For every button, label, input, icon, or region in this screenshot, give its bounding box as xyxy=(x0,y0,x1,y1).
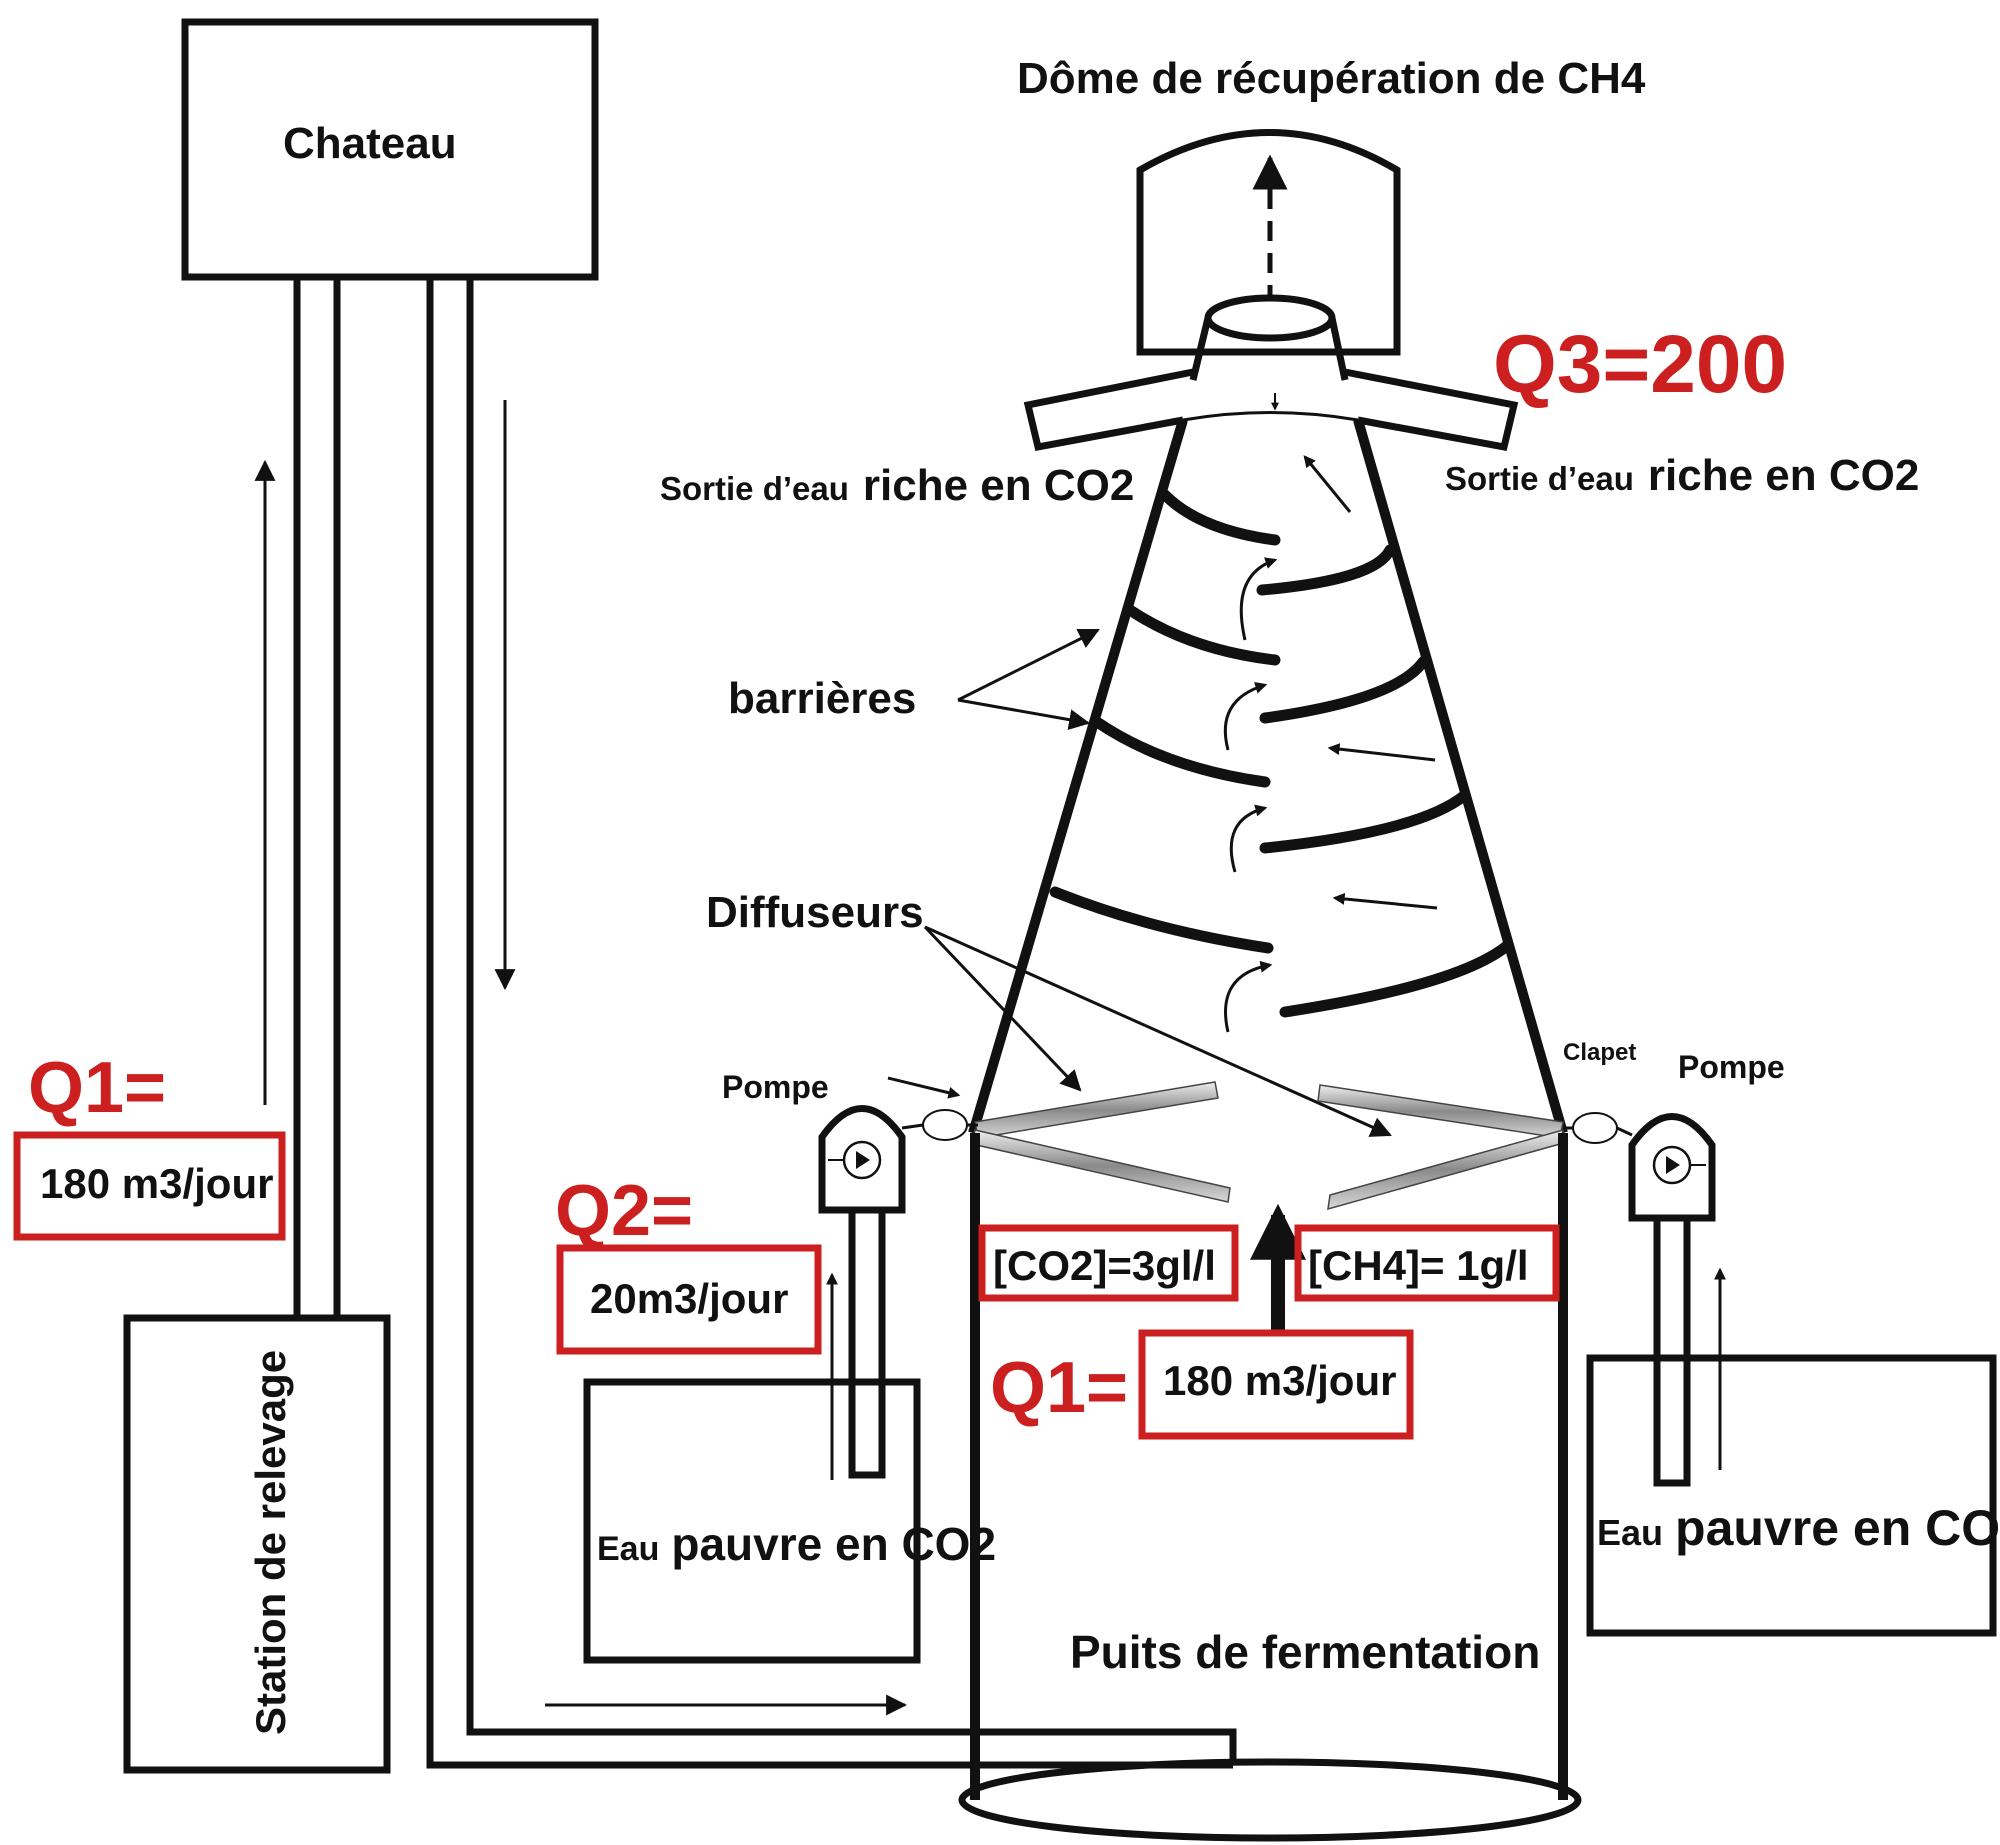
diffuser-left xyxy=(971,1081,1231,1203)
ch4-box xyxy=(1294,1224,1560,1302)
barrier-right-1 xyxy=(1256,544,1396,596)
outlet-right-big: riche en CO2 xyxy=(1648,451,1919,500)
well-bottom xyxy=(958,1758,1582,1842)
station-box xyxy=(123,1314,391,1774)
barrieres-pointer-2 xyxy=(957,698,1091,731)
outlet-left-big: riche en CO2 xyxy=(863,461,1134,510)
tank-right-label: Eau pauvre en CO2 xyxy=(1597,1500,2000,1556)
pompe-right-label: Pompe xyxy=(1678,1049,1785,1085)
q1-center-label: Q1= xyxy=(990,1348,1128,1428)
pump-right-pipe xyxy=(1653,1214,1691,1487)
q3-label: Q3=200 xyxy=(1493,319,1787,410)
q2-box xyxy=(556,1244,822,1355)
flow-arrow-left-1 xyxy=(1327,743,1436,762)
pump-left-link xyxy=(901,1123,978,1130)
q1-left-label: Q1= xyxy=(28,1048,166,1128)
cone-right-wall xyxy=(1353,418,1568,1135)
outlet-left-small: Sortie d’eau xyxy=(660,470,849,507)
diffuseurs-pointer-2 xyxy=(924,925,1392,1137)
barrier-left-4 xyxy=(1049,886,1274,954)
feed-pipe-outer xyxy=(426,280,1233,1769)
outlet-left-label: Sortie d’eau riche en CO2 xyxy=(660,461,1134,510)
dome-shape xyxy=(1136,129,1401,356)
tank-left-label: Eau pauvre en CO2 xyxy=(597,1518,996,1570)
dome-label: Dôme de récupération de CH4 xyxy=(1017,54,1646,103)
diffuser-right xyxy=(1317,1084,1564,1211)
neck-left xyxy=(1189,317,1212,381)
pompe-left-pointer xyxy=(887,1076,961,1099)
chateau-box xyxy=(181,18,599,281)
tank-left-big: pauvre en CO2 xyxy=(671,1518,996,1570)
flow-arrow-diag xyxy=(1303,455,1352,513)
barrieres-label: barrières xyxy=(728,674,916,723)
barrier-right-3 xyxy=(1259,789,1471,854)
barrier-left-1 xyxy=(1159,489,1281,546)
outlet-arm-left xyxy=(1023,368,1194,452)
pump-right-impeller-mark xyxy=(1666,1156,1680,1174)
flow-curve-2 xyxy=(1223,682,1268,751)
flow-arrow-left-2 xyxy=(1332,892,1438,910)
clapet-right xyxy=(1572,1112,1618,1144)
barrieres-pointer-1 xyxy=(957,628,1100,702)
clapet-label: Clapet xyxy=(1563,1039,1636,1066)
outlet-right-small: Sortie d’eau xyxy=(1445,460,1634,497)
flow-curve-4 xyxy=(1224,960,1273,1033)
tank-right-small: Eau xyxy=(1597,1512,1663,1553)
pump-right-link xyxy=(1563,1126,1633,1137)
tank-left-box xyxy=(583,1378,921,1664)
q1-center-value: 180 m3/jour xyxy=(1163,1357,1396,1404)
barrier-right-2 xyxy=(1259,656,1429,724)
pump-left-impeller-mark xyxy=(856,1151,870,1169)
cone-left-wall xyxy=(968,418,1188,1135)
q2-value: 20m3/jour xyxy=(590,1275,788,1322)
tank-right-box xyxy=(1586,1354,1997,1637)
flow-curve-3 xyxy=(1229,804,1268,873)
puits-label: Puits de fermentation xyxy=(1070,1626,1540,1678)
outlet-arm-right xyxy=(1344,368,1519,452)
q1-left-value: 180 m3/jour xyxy=(40,1160,273,1207)
outlet-right-label: Sortie d’eau riche en CO2 xyxy=(1445,451,1919,500)
clapet-left xyxy=(922,1109,968,1141)
q1-left-box xyxy=(13,1131,286,1241)
diffuseurs-pointer-1 xyxy=(923,925,1082,1092)
ch4-conc: [CH4]= 1g/l xyxy=(1308,1242,1529,1289)
tank-left-small: Eau xyxy=(597,1530,659,1568)
pump-left-pipe xyxy=(848,1206,886,1479)
chateau-label: Chateau xyxy=(283,119,457,168)
feed-pipe-inner xyxy=(466,280,1237,1765)
pompe-left-label: Pompe xyxy=(722,1069,829,1105)
tank-right-big: pauvre en CO2 xyxy=(1675,1500,2000,1556)
flow-curve-1 xyxy=(1239,557,1278,641)
q1-center-box xyxy=(1138,1329,1414,1440)
water-surface xyxy=(1182,411,1359,422)
neck-ellipse xyxy=(1204,294,1336,342)
barrier-left-2 xyxy=(1124,604,1281,666)
diffuseurs-label: Diffuseurs xyxy=(706,888,924,937)
co2-conc: [CO2]=3gl/l xyxy=(993,1242,1216,1289)
neck-right xyxy=(1328,317,1349,381)
q2-label: Q2= xyxy=(555,1171,693,1251)
barrier-left-3 xyxy=(1091,716,1271,788)
co2-box xyxy=(978,1224,1239,1302)
station-label: Station de relevage xyxy=(247,1350,294,1735)
barrier-right-4 xyxy=(1279,939,1514,1018)
